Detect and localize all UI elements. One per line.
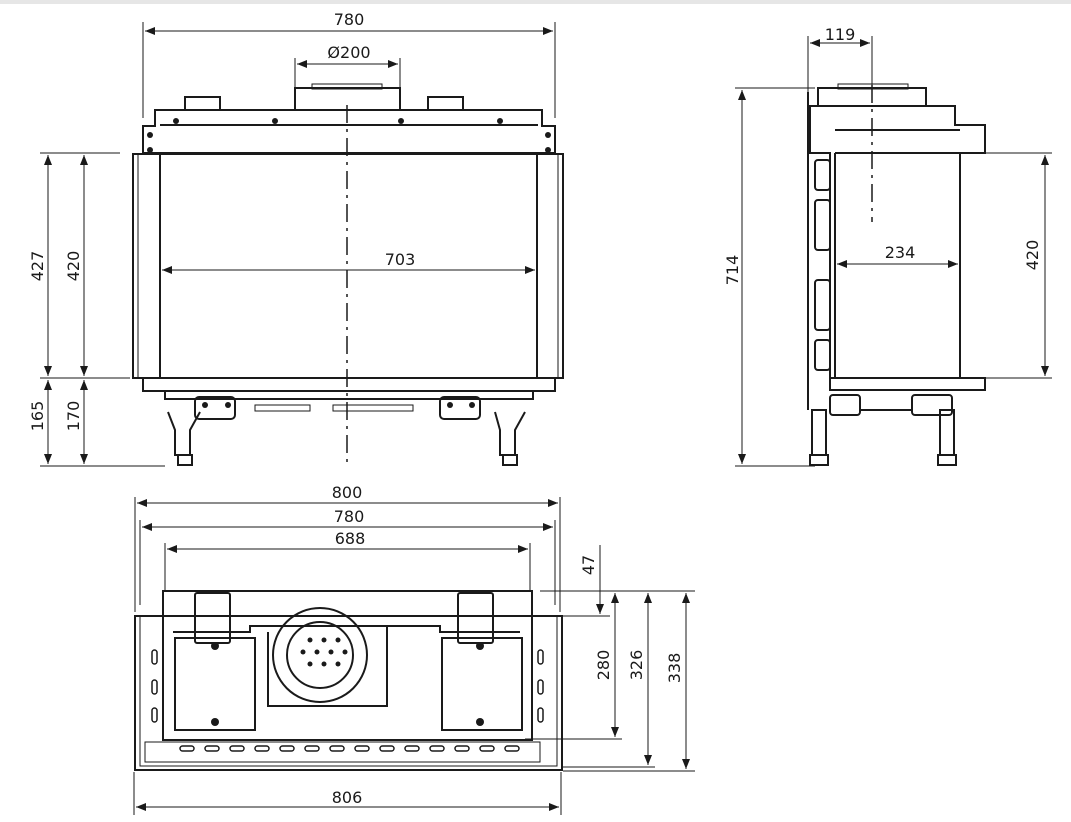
dim-119: 119: [825, 25, 856, 44]
dim-806: 806: [332, 788, 363, 807]
dim-165: 165: [28, 401, 47, 432]
dim-703: 703: [385, 250, 416, 269]
dim-420: 420: [64, 251, 83, 282]
dim-688: 688: [335, 529, 366, 548]
dim-800: 800: [332, 483, 363, 502]
dim-170: 170: [64, 401, 83, 432]
dim-side-420: 420: [1023, 240, 1042, 271]
dim-top-780: 780: [334, 507, 365, 526]
dim-338: 338: [665, 653, 684, 684]
dim-326: 326: [627, 650, 646, 681]
dim-234: 234: [885, 243, 916, 262]
dim-780: 780: [334, 10, 365, 29]
dim-47: 47: [579, 555, 598, 575]
side-view: 119 714 234 420: [723, 25, 1052, 467]
dim-714: 714: [723, 255, 742, 286]
dim-280: 280: [594, 650, 613, 681]
top-view: 800 780 688 806 47 280 326 338: [133, 483, 695, 815]
front-view: 780 Ø200 703 427 420 165 170: [28, 10, 564, 467]
top-border: [0, 0, 1071, 4]
dim-427: 427: [28, 251, 47, 282]
dim-flue-diameter: Ø200: [327, 43, 370, 62]
